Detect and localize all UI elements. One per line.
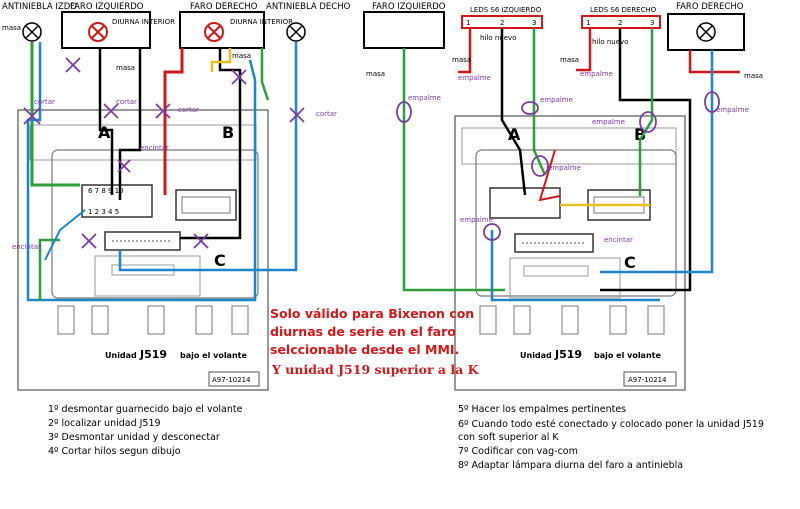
left-part-code-box <box>208 371 260 387</box>
right-empalme-4: empalme <box>548 164 581 172</box>
step-8: 8º Adaptar lámpara diurna del faro a ant… <box>458 460 683 471</box>
right-j519: J519 <box>554 348 582 361</box>
right-label-a: A <box>508 125 521 144</box>
left-label-b: B <box>222 123 234 142</box>
right-masa-3: masa <box>560 56 579 64</box>
right-masa-2: masa <box>452 56 471 64</box>
right-encintar: encintar <box>604 236 633 244</box>
right-faro-izquierdo-label: FARO IZQUIERDO <box>372 2 446 12</box>
left-faro-izquierdo-label: FARO IZQUIERDO <box>70 2 144 12</box>
svg-text:2: 2 <box>618 19 622 27</box>
step-7: 7º Codificar con vag-com <box>458 446 578 457</box>
left-unit-teeth <box>57 305 249 335</box>
left-antiniebla-decho-lamp <box>286 22 306 42</box>
right-masa-4: masa <box>744 72 763 80</box>
left-bajo-volante: bajo el volante <box>180 351 247 360</box>
left-j519: J519 <box>139 348 167 361</box>
steps-right: 5º Hacer los empalmes pertinentes 6º Cua… <box>458 404 764 471</box>
step-4: 4º Cortar hilos segun dibujo <box>48 446 181 457</box>
right-leds-der-label: LEDS S6 DERECHO <box>590 6 657 14</box>
right-empalme-1: empalme <box>408 94 441 102</box>
left-cortar-2: cortar <box>116 98 137 106</box>
right-splice-marks <box>396 91 720 241</box>
left-wires <box>26 42 298 302</box>
svg-text:1: 1 <box>586 19 590 27</box>
left-antiniebla-izdo-label: ANTINIEBLA IZDO <box>2 2 77 12</box>
step-3: 3º Desmontar unidad y desconectar <box>48 432 220 443</box>
left-masa-3: masa <box>232 52 251 60</box>
left-cut-marks <box>23 57 305 249</box>
left-unidad: Unidad <box>105 351 137 360</box>
step-5: 5º Hacer los empalmes pertinentes <box>458 404 626 415</box>
right-faro-derecho-label: FARO DERECHO <box>676 2 744 12</box>
right-empalme-3: empalme <box>540 96 573 104</box>
validity-note: Solo válido para Bixenon con diurnas de … <box>270 306 480 377</box>
left-diurna-interior-1: DIURNA INTERIOR <box>112 18 175 26</box>
right-panel: A97-10214 A B C Unidad J519 bajo el vola… <box>363 2 763 391</box>
right-relay-slot <box>523 265 589 277</box>
right-unidad: Unidad <box>520 351 552 360</box>
right-unit-teeth <box>479 305 665 335</box>
right-masa-1: masa <box>366 70 385 78</box>
left-cortar-3: cortar <box>178 106 199 114</box>
steps-left: 1º desmontar guarnecido bajo el volante … <box>48 404 243 457</box>
left-masa-2: masa <box>116 64 135 72</box>
left-encintar-2: encintar <box>12 243 41 251</box>
step-2: 2º localizar unidad J519 <box>48 418 161 429</box>
right-empalme-7: empalme <box>716 106 749 114</box>
left-panel: A97-10214 6 7 8 9 10 1 2 3 4 5 A B C Uni… <box>2 2 351 391</box>
right-unit-inner <box>475 149 677 297</box>
left-antiniebla-decho-label: ANTINIEBLA DECHO <box>266 2 351 12</box>
right-part-code: A97-10214 <box>628 376 667 384</box>
left-relay-block <box>94 255 201 297</box>
right-faro-izquierdo-box <box>363 11 445 49</box>
right-relay-block <box>509 257 621 299</box>
note-line-1: Solo válido para Bixenon con <box>270 306 474 321</box>
step-6b: con soft superior al K <box>458 432 559 443</box>
right-hilo-nuevo-1: hilo nuevo <box>480 34 516 42</box>
right-empalme-6: empalme <box>592 118 625 126</box>
note-line-3: selccionable desde el MMI. <box>270 342 459 357</box>
right-label-c: C <box>624 253 636 272</box>
note-line-2: diurnas de serie en el faro <box>270 324 456 339</box>
svg-text:1: 1 <box>466 19 470 27</box>
right-bajo-volante: bajo el volante <box>594 351 661 360</box>
right-empalme-8: empalme <box>460 216 493 224</box>
step-1: 1º desmontar guarnecido bajo el volante <box>48 404 243 415</box>
left-pins-top: 6 7 8 9 10 <box>88 187 124 195</box>
right-hilo-nuevo-2: hilo nuevo <box>592 38 628 46</box>
right-part-code-box <box>623 371 677 387</box>
left-encintar-1: encintar <box>140 144 169 152</box>
right-wires <box>402 28 740 302</box>
left-cortar-1: cortar <box>34 98 55 106</box>
left-diurna-lamp-1 <box>88 22 108 42</box>
left-cortar-4: cortar <box>316 110 337 118</box>
right-unit-outline <box>454 115 686 391</box>
svg-text:3: 3 <box>532 19 536 27</box>
left-diurna-interior-2: DIURNA INTERIOR <box>230 18 293 26</box>
left-label-c: C <box>214 251 226 270</box>
svg-text:3: 3 <box>650 19 654 27</box>
left-connector-b <box>175 189 237 221</box>
right-unit-top <box>461 127 677 165</box>
left-diurna-lamp-2 <box>204 22 224 42</box>
left-unit-inner <box>51 149 259 299</box>
left-pins-bottom: 1 2 3 4 5 <box>88 208 119 216</box>
left-masa-1: masa <box>2 24 21 32</box>
note-line-4: Y unidad J519 superior a la K <box>271 362 480 377</box>
right-faro-derecho-lamp <box>696 22 716 42</box>
right-empalme-2: empalme <box>458 74 491 82</box>
right-empalme-5: empalme <box>580 70 613 78</box>
left-connector-c <box>104 231 181 251</box>
left-connector-a <box>81 184 153 218</box>
right-leds-izq-label: LEDS S6 IZQUIERDO <box>470 6 542 14</box>
svg-text:2: 2 <box>500 19 504 27</box>
left-antiniebla-izdo-lamp <box>22 22 42 42</box>
left-part-code: A97-10214 <box>212 376 251 384</box>
left-faro-derecho-label: FARO DERECHO <box>190 2 258 12</box>
step-6: 6º Cuando todo esté conectado y colocado… <box>458 419 764 430</box>
